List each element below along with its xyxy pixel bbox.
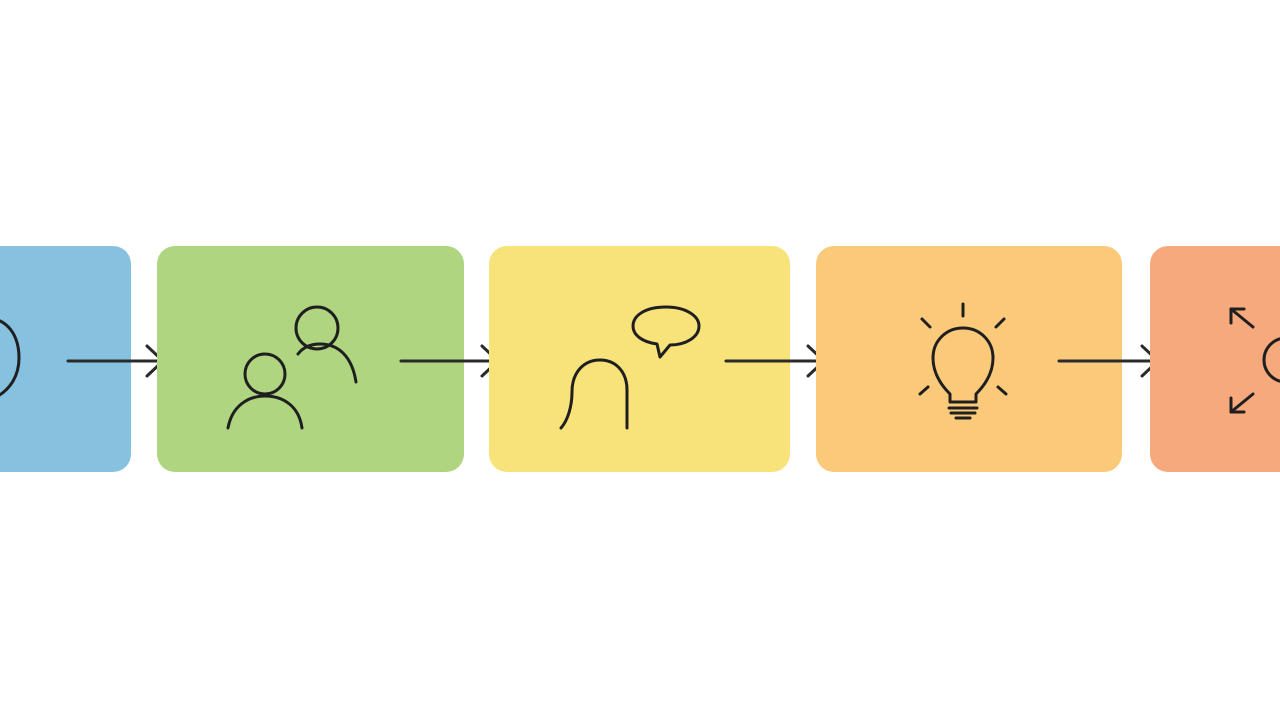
step-2-box (157, 246, 464, 472)
step-2 (157, 246, 464, 472)
step-4-box (816, 246, 1122, 472)
step-5-box (1150, 246, 1280, 472)
expand-arrows-icon (1229, 307, 1280, 414)
step-4 (816, 246, 1122, 472)
step-1-box (0, 246, 131, 472)
step-1 (0, 246, 131, 472)
conversation-speech-icon (559, 305, 701, 430)
lightbulb-idea-icon (918, 302, 1008, 420)
head-outline-icon (0, 319, 21, 397)
step-3-box (489, 246, 790, 472)
step-3 (489, 246, 790, 472)
step-5 (1150, 246, 1280, 472)
people-group-icon (226, 305, 358, 430)
